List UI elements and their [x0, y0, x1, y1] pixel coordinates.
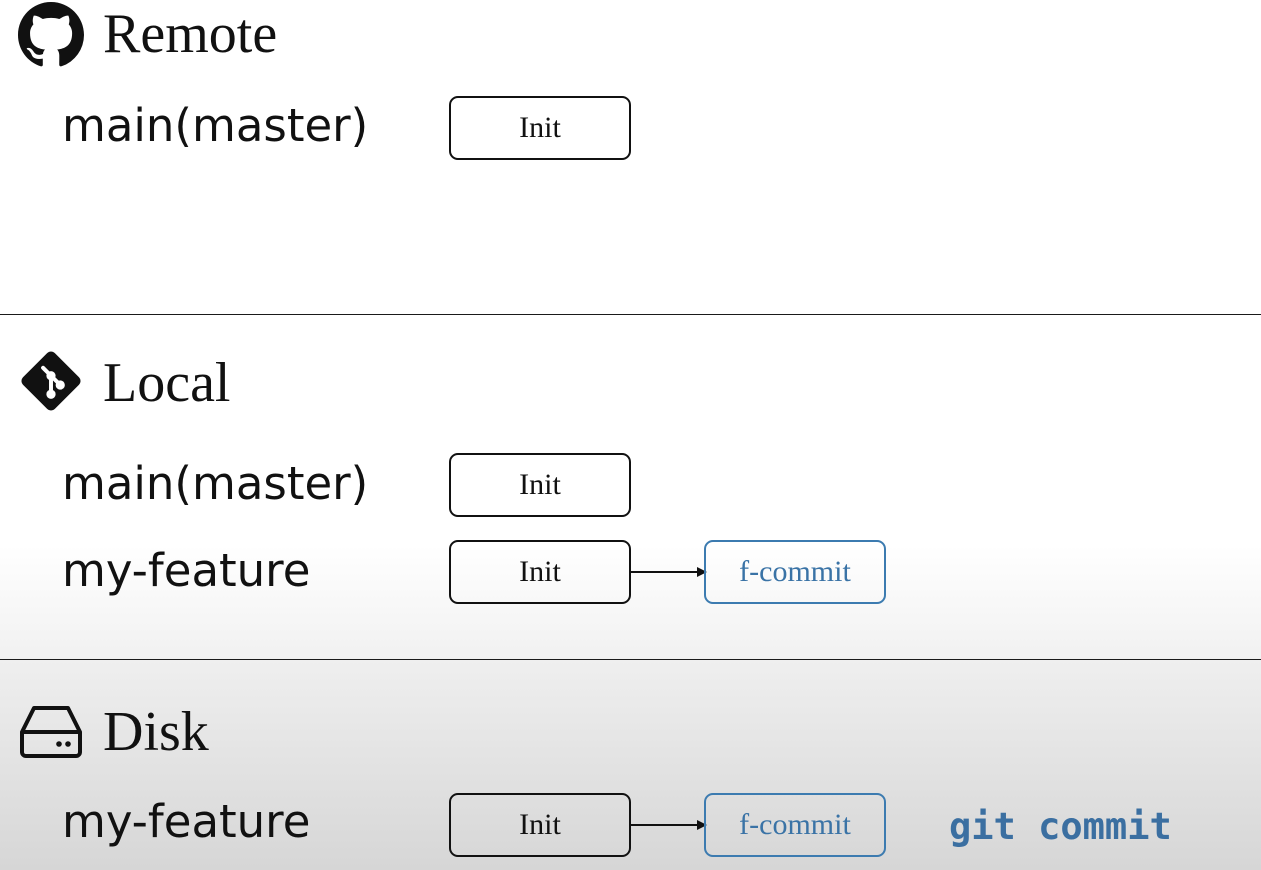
git-commit-command: git commit: [949, 805, 1172, 848]
local-feature-commit-init: Init: [449, 540, 631, 604]
commit-arrow: [631, 820, 707, 830]
disk-branch-feature-label: my-feature: [62, 795, 311, 848]
disk-feature-commit-init: Init: [449, 793, 631, 857]
remote-title: Remote: [103, 3, 278, 65]
local-branch-feature-label: my-feature: [62, 544, 311, 597]
local-title: Local: [103, 352, 231, 414]
remote-branch-main-label: main(master): [62, 99, 369, 152]
github-icon: [18, 2, 84, 67]
remote-section: Remote main(master) Init: [0, 0, 1261, 315]
hard-drive-icon: [20, 706, 82, 758]
disk-title: Disk: [103, 701, 209, 763]
local-branch-main-label: main(master): [62, 457, 369, 510]
git-icon: [21, 351, 81, 411]
remote-main-commit-init: Init: [449, 96, 631, 160]
local-feature-commit-f: f-commit: [704, 540, 886, 604]
disk-section: Disk my-feature Init f-commit git commit: [0, 660, 1261, 870]
commit-arrow: [631, 567, 707, 577]
local-main-commit-init: Init: [449, 453, 631, 517]
local-section: Local main(master) Init my-feature Init …: [0, 315, 1261, 660]
disk-feature-commit-f: f-commit: [704, 793, 886, 857]
